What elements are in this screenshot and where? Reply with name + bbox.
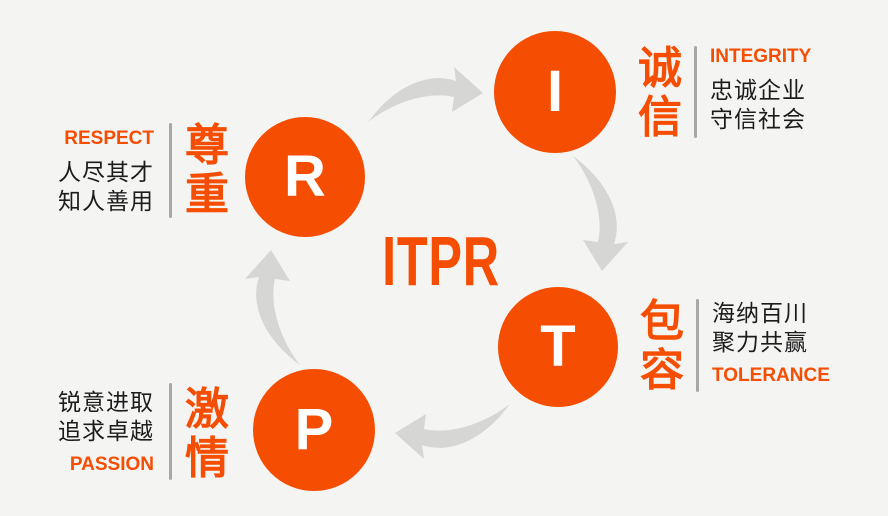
en-label-respect: RESPECT xyxy=(64,128,154,149)
node-circle-respect: R xyxy=(245,117,365,237)
page-title: ITPR xyxy=(382,222,500,300)
cn-label-tolerance: 包容 xyxy=(640,297,684,395)
divider xyxy=(169,123,172,218)
arrow-right-curved-icon xyxy=(366,64,486,126)
desc-line: 锐意进取 xyxy=(58,389,154,415)
desc-line: 海纳百川 xyxy=(712,300,808,326)
cn-label-passion: 激情 xyxy=(185,385,229,483)
info-block-integrity: INTEGRITY 忠诚企业 守信社会 xyxy=(710,45,811,134)
node-letter: T xyxy=(540,314,576,379)
divider xyxy=(169,383,172,480)
node-letter: I xyxy=(546,59,564,124)
info-block-passion: 锐意进取 追求卓越 PASSION xyxy=(26,388,154,477)
en-label-passion: PASSION xyxy=(69,454,154,475)
en-label-tolerance: TOLERANCE xyxy=(712,365,830,386)
node-circle-integrity: I xyxy=(494,31,616,153)
info-block-respect: RESPECT 人尽其才 知人善用 xyxy=(26,127,154,216)
arrow-down-curved-icon xyxy=(569,154,631,274)
desc-line: 忠诚企业 xyxy=(710,77,806,103)
node-letter: R xyxy=(284,144,326,209)
desc-line: 追求卓越 xyxy=(58,418,154,444)
arrow-up-curved-icon xyxy=(242,247,304,367)
divider xyxy=(694,46,697,138)
en-label-integrity: INTEGRITY xyxy=(710,46,812,67)
desc-line: 守信社会 xyxy=(710,106,806,132)
node-circle-tolerance: T xyxy=(498,287,618,407)
node-circle-passion: P xyxy=(253,369,375,491)
divider xyxy=(696,299,699,392)
desc-line: 聚力共赢 xyxy=(712,329,808,355)
node-letter: P xyxy=(294,397,334,462)
cn-label-integrity: 诚信 xyxy=(638,44,682,142)
desc-line: 人尽其才 xyxy=(58,159,154,185)
cn-label-respect: 尊重 xyxy=(185,121,229,219)
desc-line: 知人善用 xyxy=(58,188,154,214)
info-block-tolerance: 海纳百川 聚力共赢 TOLERANCE xyxy=(712,299,830,388)
arrow-left-curved-icon xyxy=(392,400,512,462)
